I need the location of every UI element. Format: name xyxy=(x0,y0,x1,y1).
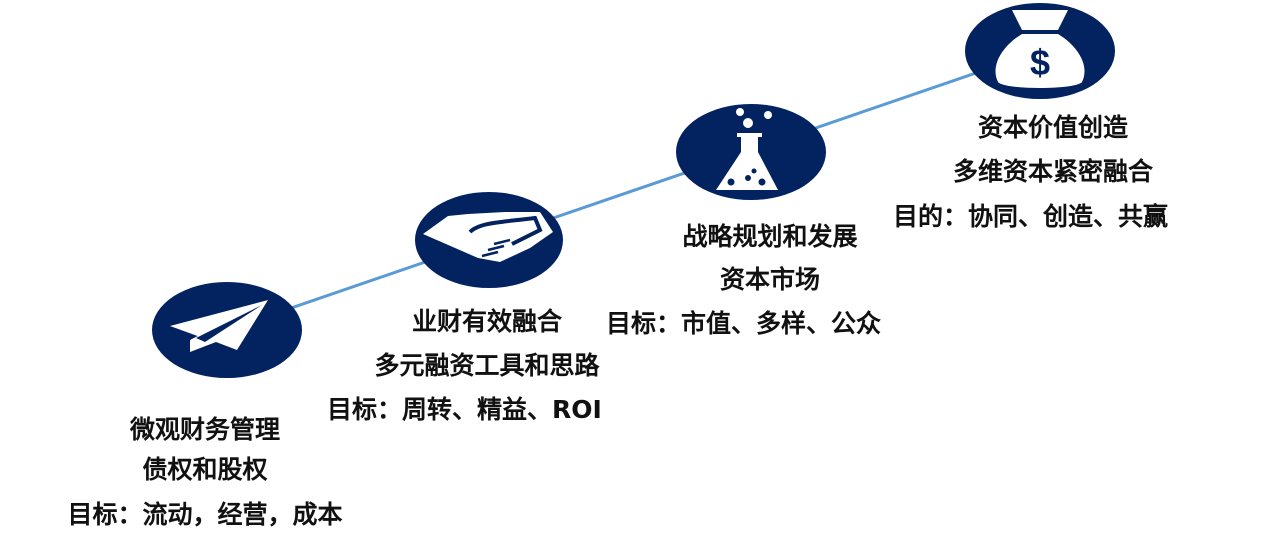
stage-4-title: 资本价值创造 xyxy=(977,113,1129,142)
stage-2-title: 业财有效融合 xyxy=(411,307,563,336)
stage-3-title: 战略规划和发展 xyxy=(682,222,858,251)
stage-1-subtitle: 债权和股权 xyxy=(142,455,268,484)
stage-1-goal: 目标：流动，经营，成本 xyxy=(67,500,343,529)
stage-2-subtitle: 多元融资工具和思路 xyxy=(374,351,600,380)
stage-4-goal: 目的：协同、创造、共赢 xyxy=(893,202,1169,231)
money-bag-icon: $ xyxy=(995,10,1085,88)
paper-plane-icon xyxy=(170,300,268,352)
stage-3-subtitle: 资本市场 xyxy=(719,265,821,294)
stage-3-goal: 目标：市值、多样、公众 xyxy=(606,309,882,338)
stage-2-goal: 目标：周转、精益、ROI xyxy=(327,395,602,424)
stage-node-4: $ xyxy=(965,3,1115,99)
svg-text:$: $ xyxy=(1030,42,1050,83)
stage-4-subtitle: 多维资本紧密融合 xyxy=(952,157,1154,186)
handshake-icon xyxy=(423,212,553,262)
connector-line xyxy=(226,49,1041,332)
stage-node-2 xyxy=(415,192,563,288)
stage-node-1 xyxy=(152,282,302,378)
stage-1-title: 微观财务管理 xyxy=(129,415,281,444)
flask-icon xyxy=(716,108,778,190)
stage-node-3 xyxy=(676,104,826,200)
